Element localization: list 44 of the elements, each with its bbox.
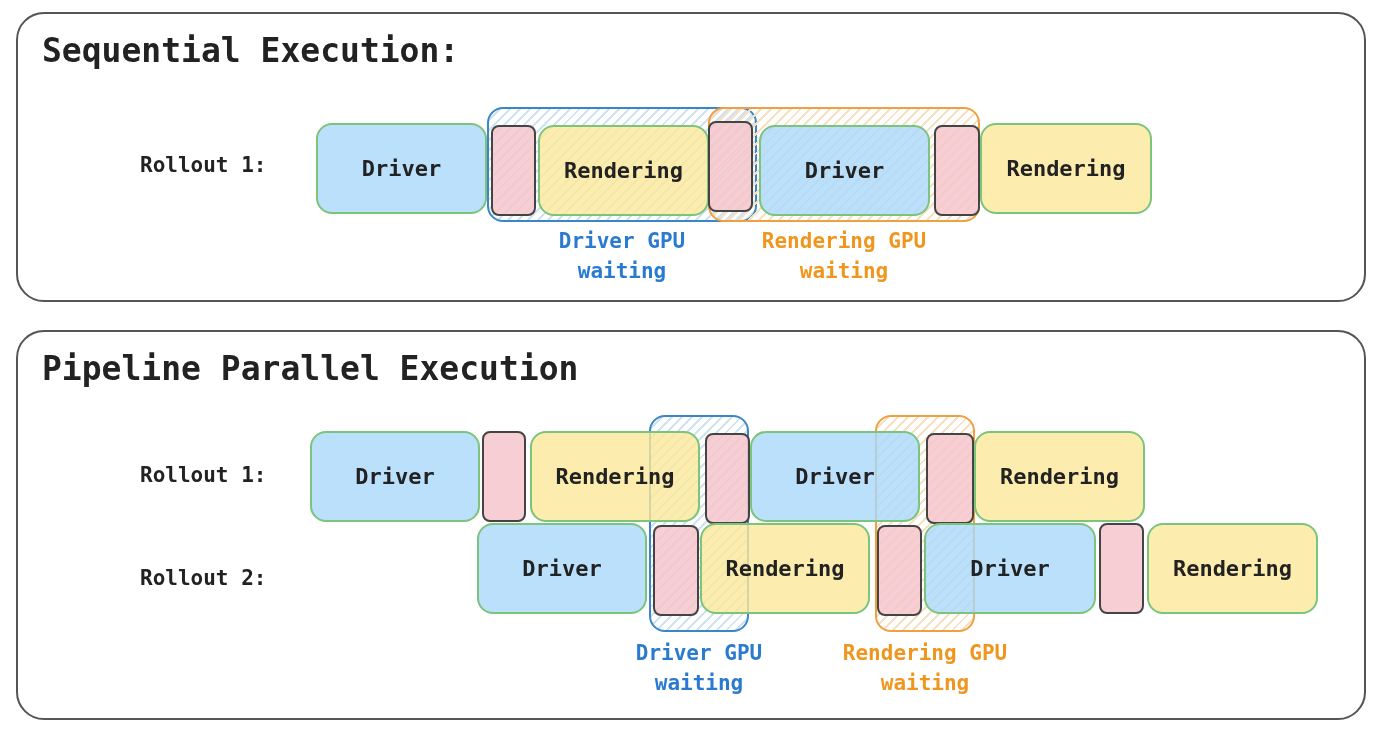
waiting-caption: Driver GPU waiting [634,640,764,697]
block-label: Driver [522,555,602,583]
rendering-block [538,125,709,216]
wait-block [491,125,536,216]
rendering-block [530,431,700,522]
row-label: Rollout 1: [140,462,267,489]
driver-block [750,431,920,522]
waiting-caption: Driver GPU waiting [557,228,687,285]
block-label: Rendering [1006,155,1126,183]
block-label: Rendering [555,463,675,491]
wait-block [1099,523,1144,614]
driver-block [310,431,480,522]
wait-block [482,431,526,522]
block-label: Driver [795,463,875,491]
row-label: Rollout 2: [140,565,267,592]
wait-block [926,433,974,524]
driver-block [477,523,647,614]
section-panel [16,330,1366,720]
rendering-block [974,431,1145,522]
block-label: Rendering [1172,555,1293,583]
waiting-caption: Rendering GPU waiting [760,228,928,285]
block-label: Driver [355,463,435,491]
row-label: Rollout 1: [140,152,267,179]
wait-block [653,525,699,616]
waiting-caption: Rendering GPU waiting [841,640,1009,697]
wait-block [877,525,922,616]
block-label: Driver [361,155,442,183]
driver-block [759,125,930,216]
driver-block [316,123,487,214]
block-label: Rendering [725,555,845,583]
rendering-block [980,123,1152,214]
block-label: Rendering [563,157,684,185]
block-label: Rendering [999,463,1120,491]
block-label: Driver [804,157,885,185]
section-panel [16,12,1366,302]
rendering-block [700,523,870,614]
wait-block [705,433,750,524]
wait-block [708,121,753,212]
rendering-block [1147,523,1318,614]
wait-block [934,125,980,216]
driver-block [924,523,1096,614]
block-label: Driver [970,555,1050,583]
section-heading: Sequential Execution: [42,30,460,72]
section-heading: Pipeline Parallel Execution [42,348,579,390]
